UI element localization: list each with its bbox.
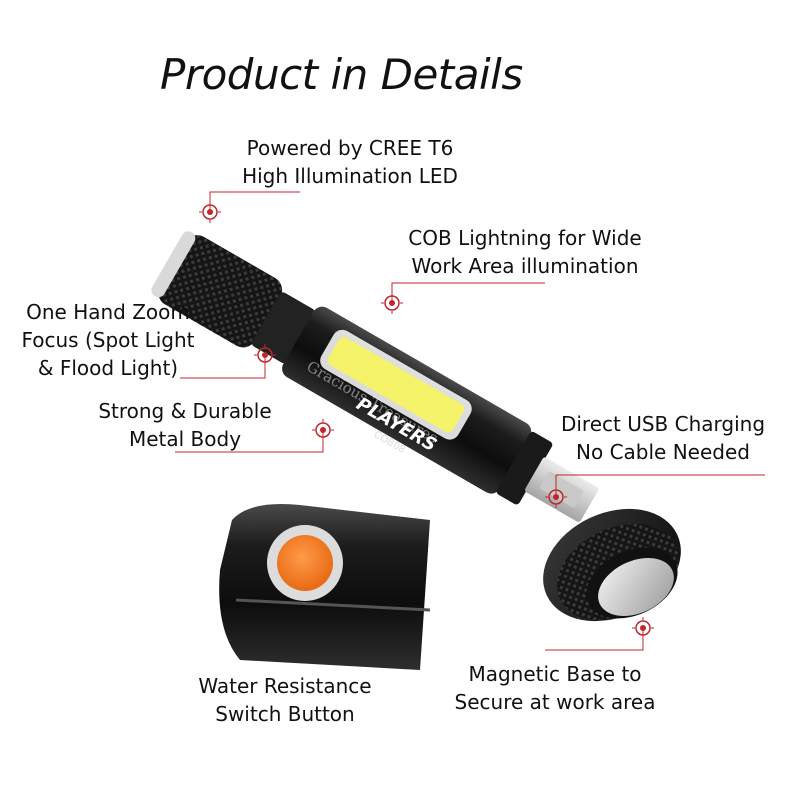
callout-markers [175,191,765,651]
zoom-head [158,235,283,348]
page-title: Product in Details [160,50,523,99]
marker-led-line [209,191,300,212]
led-lens [151,231,196,298]
switch-closeup [219,504,431,670]
marker-cob-ring [384,295,400,311]
marker-usb-ring [548,489,564,505]
marker-usb-dot [553,494,559,500]
marker-magnet-line [545,628,644,651]
marker-magnet-dot [640,625,646,631]
marker-led-dot [207,209,213,215]
marker-cob-dot [389,300,395,306]
magnetic-tail-cap [543,508,681,622]
switch-button-icon [277,535,333,591]
cob-panel [327,337,465,433]
marker-magnet-ring [635,620,651,636]
marker-cob-line [391,282,545,303]
marker-zoom-dot [262,352,268,358]
marker-zoom-ring [257,347,273,363]
marker-body-ring [315,422,331,438]
tail-ring [496,431,553,505]
marker-body-dot [320,427,326,433]
zoom-neck [251,292,315,364]
marker-led-ring [202,204,218,220]
magnet-face [598,557,674,617]
